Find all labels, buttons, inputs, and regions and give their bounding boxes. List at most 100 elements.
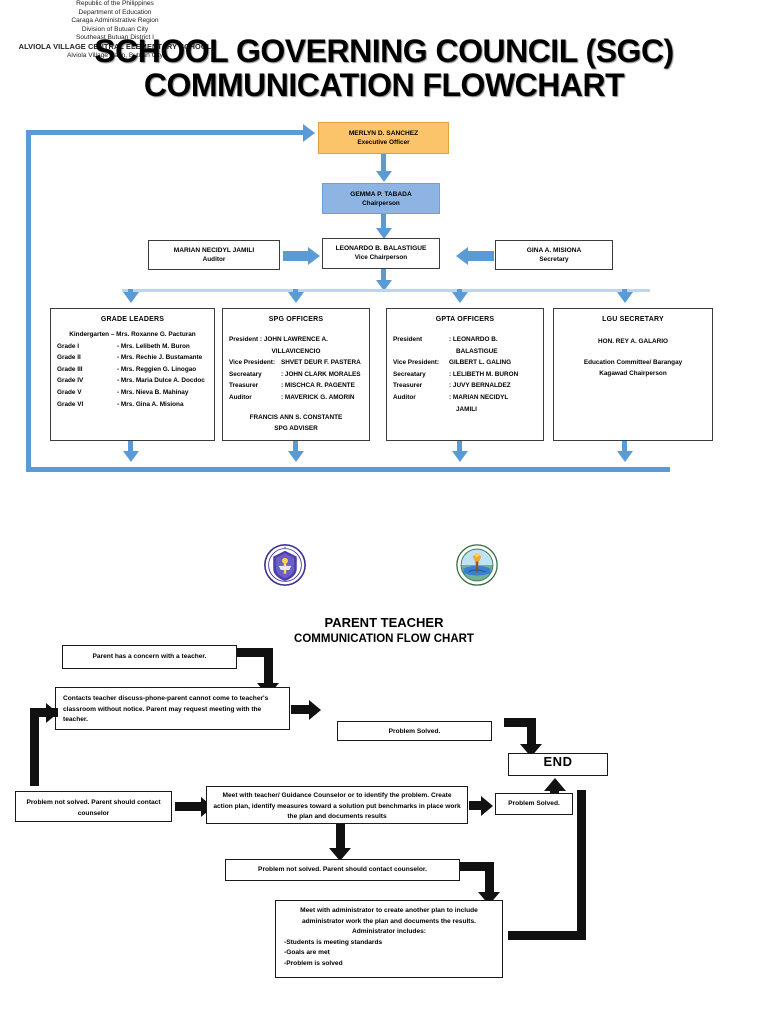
- parent-teacher-title-line1: PARENT TEACHER: [324, 615, 444, 630]
- spg-role-name: : JOHN CLARK MORALES: [281, 370, 361, 378]
- grade-teacher: - Mrs. Reggien G. Linogao: [117, 365, 197, 373]
- gpta-heading: GPTA OFFICERS: [435, 316, 495, 323]
- grade-leaders-heading: GRADE LEADERS: [100, 316, 165, 323]
- lgu-role-line1: Education Committee/ Barangay: [583, 358, 683, 366]
- stem-meet-down: [336, 824, 345, 850]
- letterhead-line1: Republic of the Philippines: [76, 0, 154, 7]
- stem-to-grade-leaders: [128, 289, 133, 295]
- flow-box-meet-counselor: Meet with teacher/ Guidance Counselor or…: [206, 786, 468, 824]
- grade-teacher: - Mrs. Gina A. Misiona: [117, 400, 184, 408]
- gpta-role-name: : MARIAN NECIDYL: [449, 393, 509, 401]
- grade-label: Grade IV: [57, 377, 84, 385]
- spg-role-name: SHVET DEUR F. PASTERA: [281, 359, 361, 367]
- gpta-role-name: : LELIBETH M. BURON: [449, 370, 519, 378]
- return-arrow-lgu-icon: [616, 451, 633, 462]
- flow-box-not-solved-1: Problem not solved. Parent should contac…: [15, 791, 172, 822]
- gpta-officer-row: BALASTIGUE: [393, 346, 537, 358]
- connector-exec-to-chair: [381, 154, 386, 171]
- grade-label: Grade I: [57, 342, 80, 350]
- admin-line2: administrator work the plan and document…: [301, 917, 477, 925]
- spg-role-label: Auditor: [229, 393, 252, 401]
- parent-teacher-title: PARENT TEACHER COMMUNICATION FLOW CHART: [0, 614, 768, 648]
- connector-contact-to-solved: [291, 705, 309, 714]
- butuan-city-seal-logo-icon: [456, 544, 498, 586]
- sgc-title: SCHOOL GOVERNING COUNCIL (SGC) COMMUNICA…: [0, 34, 768, 102]
- deped-seal-logo-icon: ★: [264, 544, 306, 586]
- grade-label: Grade VI: [57, 400, 84, 408]
- spg-role-label: Secreatary: [229, 370, 262, 378]
- grade-teacher: - Mrs. Lelibeth M. Buron: [117, 342, 190, 350]
- grade-label: Grade V: [57, 388, 82, 396]
- arrow-contact-to-solved-icon: [309, 699, 321, 720]
- arrow-up-into-end-icon: [544, 778, 566, 791]
- gpta-president-name-2: BALASTIGUE: [456, 347, 498, 355]
- arrow-auditor-to-vice-icon: [308, 246, 320, 265]
- org-box-chairperson: GEMMA P. TABADA Chairperson: [322, 183, 440, 214]
- gpta-role-label: Vice President:: [393, 359, 440, 367]
- auditor-name: MARIAN NECIDYL JAMILI: [173, 247, 255, 254]
- spg-officer-row: Auditor : MAVERICK G. AMORIN: [229, 392, 363, 404]
- spg-officer-row: Vice President: SHVET DEUR F. PASTERA: [229, 357, 363, 369]
- return-admin-right-vertical: [577, 790, 586, 940]
- gpta-officer-row: Vice President: GILBERT L. GALING: [393, 357, 537, 369]
- gpta-role-name: : JUVY BERNALDEZ: [449, 382, 511, 390]
- letterhead-line2: Department of Education: [78, 8, 152, 16]
- chairperson-role: Chairperson: [362, 200, 400, 207]
- return-stem-lgu: [622, 441, 627, 451]
- executive-role: Executive Officer: [357, 139, 410, 146]
- gpta-auditor-name-2: JAMILI: [456, 405, 477, 413]
- flow-box-problem-solved-1: Problem Solved.: [337, 721, 492, 741]
- connector-secretary-to-vice: [468, 250, 494, 261]
- gpta-role-name: GILBERT L. GALING: [449, 359, 512, 367]
- gpta-role-label: Secreatary: [393, 370, 426, 378]
- elbow-notsolved2-v: [485, 862, 494, 894]
- connector-meet-to-solved2: [469, 801, 483, 810]
- elbow-concern-h: [237, 648, 273, 657]
- gpta-role-label: Treasurer: [393, 382, 423, 390]
- grade-label: Grade II: [57, 354, 81, 362]
- arrow-to-lgu-icon: [617, 292, 633, 303]
- org-loop-vertical-line: [26, 130, 31, 472]
- arrow-meet-down-icon: [329, 848, 351, 861]
- admin-bullet-1: -Students is meeting standards: [284, 938, 383, 946]
- gpta-president-label: President: [393, 336, 423, 343]
- gpta-officer-row: Treasurer : JUVY BERNALDEZ: [393, 380, 537, 392]
- spg-officer-row: Secreatary : JOHN CLARK MORALES: [229, 369, 363, 381]
- grade-label: Grade III: [57, 365, 83, 373]
- flow-box-problem-solved-2: Problem Solved.: [495, 793, 573, 815]
- secretary-role: Secretary: [539, 256, 569, 263]
- return-arrow-gpta-icon: [451, 451, 468, 462]
- arrow-to-grade-leaders-icon: [123, 292, 139, 303]
- grade-teacher: - Mrs. Nieva B. Mahinay: [117, 388, 189, 396]
- admin-bullet-3: -Problem is solved: [284, 959, 343, 967]
- chairperson-name: GEMMA P. TABADA: [350, 191, 412, 198]
- vice-chairperson-name: LEONARDO B. BALASTIGUE: [335, 245, 427, 252]
- grade-leader-row: Grade VI - Mrs. Gina A. Misiona: [57, 399, 208, 411]
- gpta-spacer: [393, 404, 449, 416]
- return-arrow-grade-leaders-icon: [122, 451, 139, 462]
- stem-to-spg: [293, 289, 298, 295]
- auditor-role: Auditor: [202, 256, 226, 263]
- sgc-title-line1: SCHOOL GOVERNING COUNCIL (SGC): [94, 33, 674, 69]
- spg-adviser-name: FRANCIS ANN S. CONSTANTE: [249, 413, 343, 421]
- flow-box-contact-teacher: Contacts teacher discuss-phone-parent ca…: [55, 687, 290, 730]
- elbow-to-end-v: [527, 718, 536, 746]
- parent-teacher-title-line2: COMMUNICATION FLOW CHART: [294, 633, 474, 645]
- arrow-to-spg-icon: [288, 292, 304, 303]
- spg-role-label: Treasurer: [229, 382, 259, 390]
- arrow-meet-to-solved2-icon: [481, 795, 493, 816]
- arrow-exec-to-chair-icon: [375, 171, 392, 182]
- return-stem-spg: [293, 441, 298, 451]
- arrow-vice-down-icon: [375, 280, 392, 291]
- letterhead-text: Republic of the Philippines Department o…: [0, 0, 230, 60]
- org-box-auditor: MARIAN NECIDYL JAMILI Auditor: [148, 240, 280, 270]
- org-loop-top-line: [29, 130, 305, 135]
- grade-leaders-kindergarten: Kindergarten – Mrs. Roxanne G. Pacturan: [69, 331, 196, 338]
- admin-bullet-2: -Goals are met: [284, 949, 330, 956]
- org-box-gpta-officers: GPTA OFFICERS President : LEONARDO B. BA…: [386, 308, 544, 441]
- spg-adviser-title: SPG ADVISER: [274, 425, 318, 433]
- flow-box-not-solved-2: Problem not solved. Parent should contac…: [225, 859, 460, 881]
- secretary-name: GINA A. MISIONA: [526, 247, 582, 254]
- stem-to-gpta: [457, 289, 462, 295]
- connector-chair-to-vice: [381, 214, 386, 228]
